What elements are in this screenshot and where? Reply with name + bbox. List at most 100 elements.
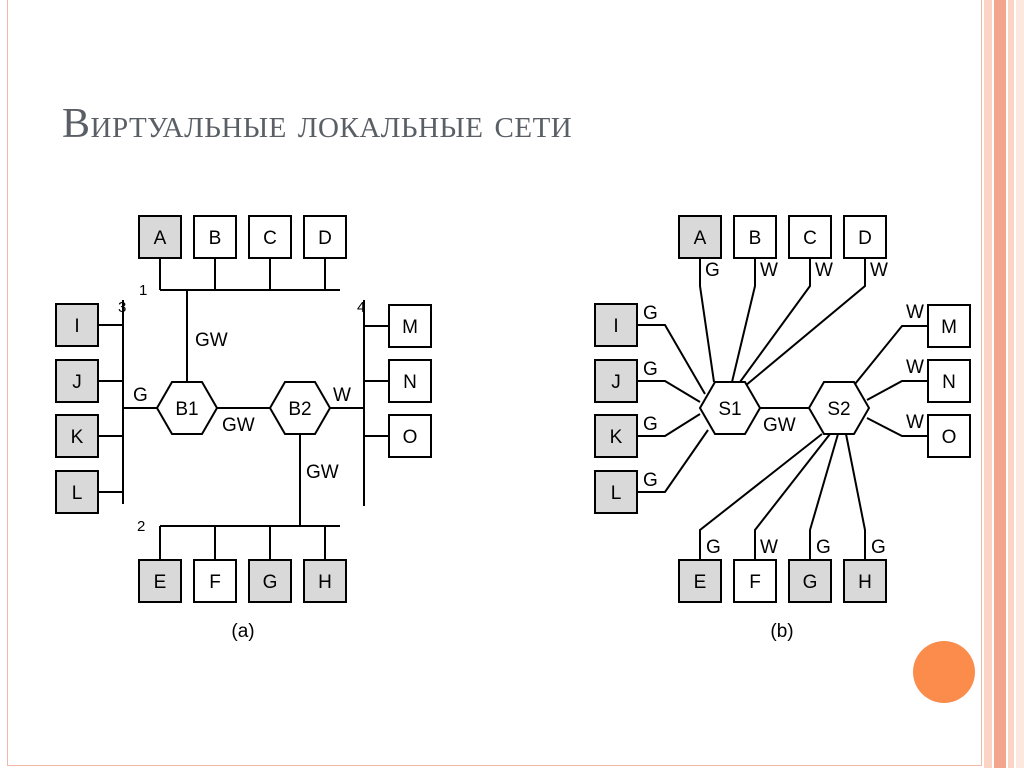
lan-2-label: 2 [137,518,145,535]
link-label-b2-gw: GW [306,462,339,483]
a-node-c-box [248,215,292,259]
bridge-b2-label: B2 [288,399,311,420]
b-node-n-label: N [942,372,956,393]
bridge-b1-label: B1 [175,399,198,420]
b-node-j-box [594,359,638,403]
a-node-b-label: B [209,228,222,249]
stripe-4 [1016,0,1024,768]
a-node-h-box [303,559,347,603]
a-node-l-label: L [72,483,83,504]
spoke-j [637,380,701,403]
a-node-m-box [388,304,432,348]
b-node-k-box [594,414,638,458]
slide-frame [7,0,982,766]
b-node-f-box [733,559,777,603]
spoke-h [845,433,866,560]
bridge-b1 [155,381,219,435]
caption-b: (b) [770,621,793,642]
trunk-label: GW [763,415,796,436]
a-node-g-box [248,559,292,603]
a-node-d-label: D [318,228,332,249]
b-node-e-box [678,559,722,603]
b-node-b-label: B [749,228,762,249]
b-node-i-label: I [613,316,618,337]
spoke-o [866,417,928,437]
link-label-b2-w: W [333,385,351,406]
a-node-i-label: I [74,316,79,337]
a-node-o-label: O [403,427,418,448]
a-node-c-label: C [263,228,277,249]
link-label-b1-gw: GW [195,330,228,351]
a-node-f-box [193,559,237,603]
a-node-g-label: G [263,572,278,593]
stripe-2 [994,0,1006,768]
b-node-m-box [927,304,971,348]
vlan-tag-o: W [906,412,924,433]
diagram-b [637,258,928,560]
b-node-d-label: D [858,228,872,249]
vlan-tag-g: G [816,537,831,558]
b-node-j-label: J [611,372,621,393]
vlan-tag-c: W [815,260,833,281]
b-node-g-label: G [803,572,818,593]
vlan-tag-m: W [906,302,924,323]
spoke-e [699,433,823,560]
a-node-n-label: N [403,372,417,393]
switch-s2 [807,381,871,435]
a-node-a-box [138,215,182,259]
decorative-orange-circle [913,641,975,703]
b-node-c-label: C [803,228,817,249]
diagram-a [98,258,389,560]
a-node-i-box [55,303,99,347]
b-node-d-box [843,215,887,259]
vlan-tag-h: G [871,537,886,558]
link-labels-a: GW GW GW G W [133,330,351,483]
a-node-b-box [193,215,237,259]
b-node-m-label: M [941,317,957,338]
spoke-g [809,433,839,560]
switch-s1-label: S1 [718,399,741,420]
vlan-tags-b: G W W W G G G G W W W G W G G [643,260,924,558]
a-node-h-label: H [318,572,332,593]
b-node-a-box [678,215,722,259]
switch-s2-label: S2 [827,399,850,420]
b-node-k-label: K [610,427,623,448]
a-node-d-box [303,215,347,259]
spoke-b [731,258,756,383]
b-node-h-label: H [858,572,872,593]
slide-title: Виртуальные локальные сети [62,101,573,147]
spoke-a [699,258,715,383]
bridge-b2 [268,381,332,435]
a-node-e-box [138,559,182,603]
b-node-c-box [788,215,832,259]
a-node-o-box [388,414,432,458]
vlan-tag-k: G [643,414,658,435]
spoke-l [637,429,709,493]
vlan-tag-d: W [870,260,888,281]
a-node-e-label: E [154,572,167,593]
b-node-l-label: L [611,483,622,504]
a-node-m-label: M [402,317,418,338]
spoke-n [866,380,928,401]
vlan-tag-a: G [705,260,720,281]
a-node-l-box [55,470,99,514]
bridges-a: B1 B2 [155,381,332,435]
lan-labels-a: 1 2 3 4 [118,282,365,535]
stripe-1 [984,0,992,768]
spoke-i [637,324,706,395]
spoke-k [637,413,701,437]
b-node-b-box [733,215,777,259]
lan-4-label: 4 [357,299,365,316]
spoke-c [739,258,811,383]
vlan-tag-f: W [760,537,778,558]
b-node-h-box [843,559,887,603]
b-node-n-box [927,359,971,403]
b-node-o-label: O [942,427,957,448]
a-node-j-box [55,359,99,403]
spoke-f [754,433,831,560]
b-node-a-label: A [694,228,707,249]
b-node-e-label: E [694,572,707,593]
spoke-m [854,325,928,385]
a-node-j-label: J [72,372,82,393]
